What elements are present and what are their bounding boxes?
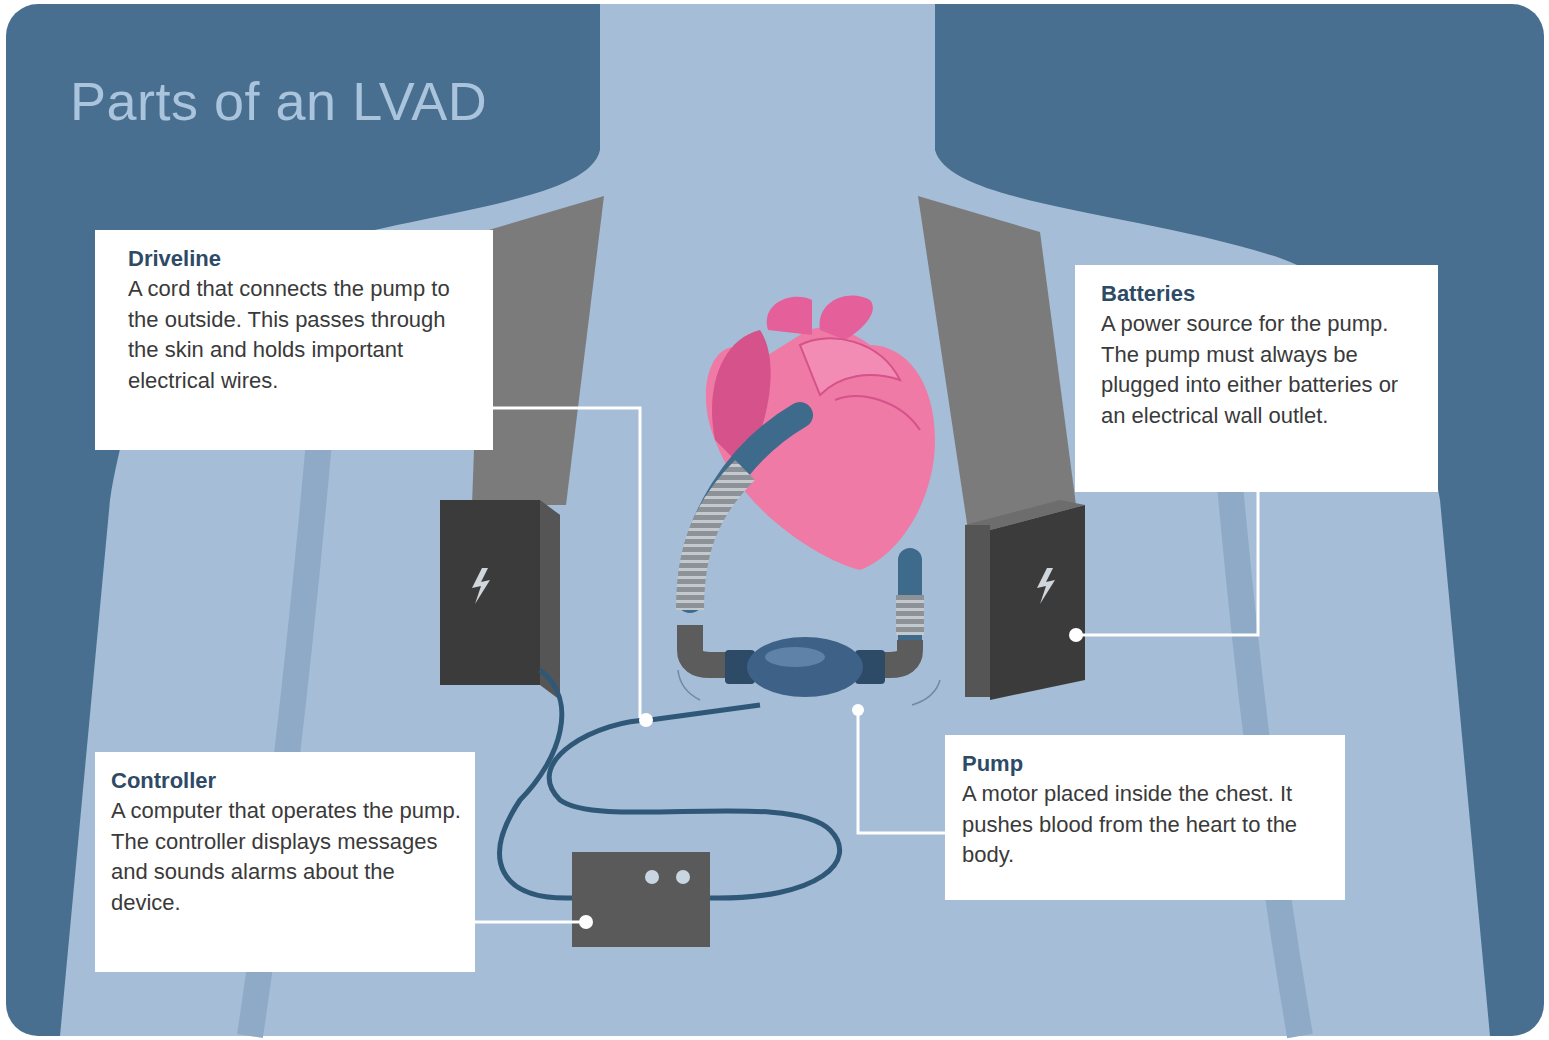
lightning-icon (472, 568, 490, 604)
callout-box: ControllerA computer that operates the p… (95, 752, 475, 972)
lightning-icon (1037, 568, 1055, 604)
arm-outline (1225, 430, 1300, 1036)
callout-body: A power source for the pump. The pump mu… (1101, 309, 1424, 431)
power-cable (500, 670, 572, 898)
callout-heading: Driveline (128, 244, 477, 274)
callout-body: A cord that connects the pump to the out… (128, 274, 477, 396)
outflow-tube (896, 595, 924, 635)
callout-body: A computer that operates the pump. The c… (111, 796, 461, 918)
pump (747, 637, 863, 697)
callout-box: DrivelineA cord that connects the pump t… (95, 230, 493, 450)
inflow-tube (690, 470, 745, 610)
body-silhouette (60, 4, 1490, 1036)
battery (965, 525, 990, 697)
callout-heading: Batteries (1101, 279, 1424, 309)
flow-arrow (912, 680, 940, 705)
controller-light (676, 870, 690, 884)
shoulder-strap (918, 196, 1076, 530)
controller-unit (572, 852, 710, 947)
flow-arrow (678, 670, 700, 700)
background-panel (6, 4, 1544, 1036)
callout-body: A motor placed inside the chest. It push… (962, 779, 1331, 871)
battery (990, 505, 1085, 700)
battery (440, 500, 540, 685)
controller-light (645, 870, 659, 884)
callout-box: BatteriesA power source for the pump. Th… (1075, 265, 1438, 492)
callout-heading: Pump (962, 749, 1331, 779)
heart (706, 295, 935, 570)
callout-heading: Controller (111, 766, 461, 796)
pump (765, 647, 825, 667)
callout-box: PumpA motor placed inside the chest. It … (945, 735, 1345, 900)
diagram-title: Parts of an LVAD (70, 70, 487, 132)
